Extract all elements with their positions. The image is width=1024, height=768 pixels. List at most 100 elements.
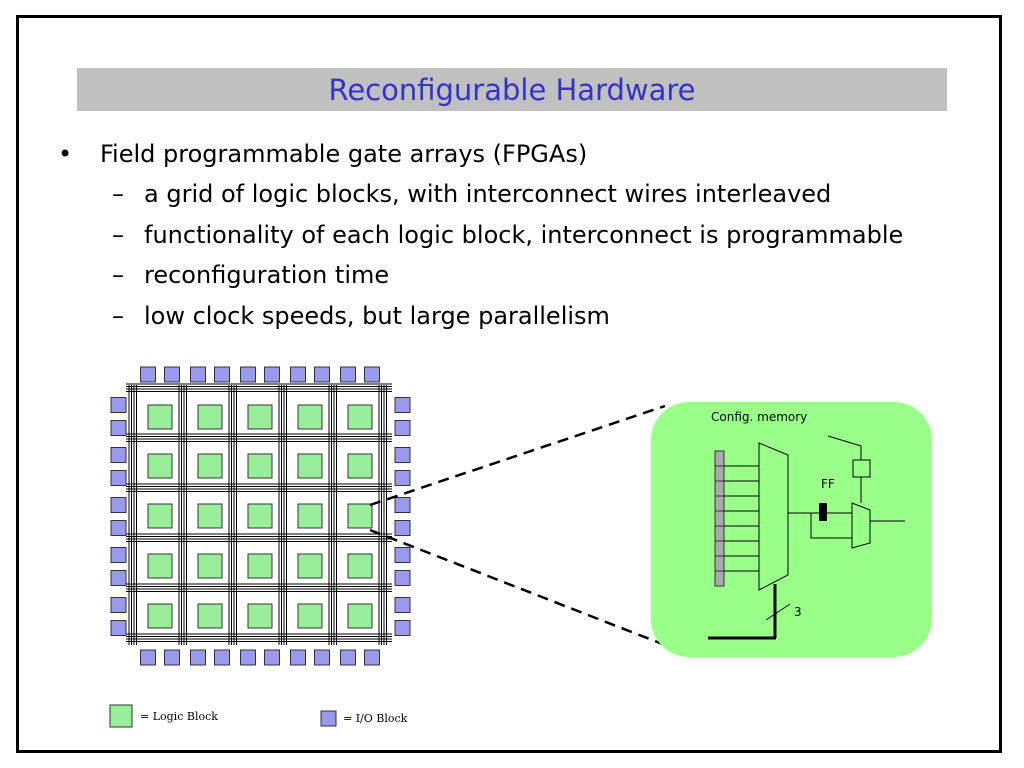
io-block xyxy=(140,366,156,383)
logic-block xyxy=(147,453,173,479)
io-block xyxy=(394,620,411,636)
sub-bullet-marker: – xyxy=(112,180,124,208)
lut-multiplexer xyxy=(758,442,789,591)
slide-title: Reconfigurable Hardware xyxy=(328,73,696,107)
logic-block xyxy=(197,553,223,579)
legend-logic-block-label: = Logic Block xyxy=(140,710,218,723)
bypass-wire xyxy=(810,513,852,539)
logic-block xyxy=(297,404,323,430)
bus-width-slash xyxy=(765,603,791,621)
logic-block xyxy=(297,603,323,629)
io-block xyxy=(110,620,127,636)
config-memory-cell xyxy=(714,540,725,557)
logic-block xyxy=(347,553,373,579)
config-memory-cell xyxy=(714,525,725,542)
logic-block xyxy=(247,503,273,529)
io-block xyxy=(364,649,380,666)
io-block xyxy=(110,397,127,413)
io-block xyxy=(340,366,356,383)
io-block xyxy=(314,366,330,383)
io-block xyxy=(394,520,411,536)
logic-block xyxy=(147,404,173,430)
io-block xyxy=(110,547,127,563)
logic-block xyxy=(247,553,273,579)
io-block xyxy=(164,366,180,383)
bus-width-label: 3 xyxy=(794,605,802,619)
io-block xyxy=(214,649,230,666)
zoom-line-bottom xyxy=(369,528,666,647)
io-block xyxy=(110,497,127,513)
io-block xyxy=(190,649,206,666)
sub-bullet-text: low clock speeds, but large parallelism xyxy=(144,301,610,330)
config-memory-cell xyxy=(714,510,725,527)
io-block xyxy=(190,366,206,383)
config-memory-cell xyxy=(714,450,725,467)
io-block xyxy=(240,366,256,383)
io-block xyxy=(394,547,411,563)
io-block xyxy=(110,520,127,536)
io-block xyxy=(394,497,411,513)
logic-block xyxy=(347,453,373,479)
ff-label: FF xyxy=(821,477,835,491)
io-block xyxy=(110,570,127,586)
io-block xyxy=(110,420,127,436)
io-block xyxy=(394,597,411,613)
config-memory-cell xyxy=(714,495,725,512)
slide-frame xyxy=(16,15,1002,753)
interconnect-wires xyxy=(126,383,392,645)
io-block xyxy=(340,649,356,666)
io-block xyxy=(394,447,411,463)
logic-block-grid xyxy=(147,404,373,629)
logic-block xyxy=(197,503,223,529)
io-block-ring xyxy=(110,366,411,666)
io-block xyxy=(110,470,127,486)
logic-block xyxy=(147,503,173,529)
logic-block xyxy=(297,503,323,529)
io-block xyxy=(110,597,127,613)
logic-block xyxy=(147,603,173,629)
output-multiplexer xyxy=(851,502,871,549)
io-block xyxy=(264,366,280,383)
legend-logic-block-swatch xyxy=(109,704,133,728)
logic-block xyxy=(197,453,223,479)
io-block xyxy=(394,397,411,413)
sub-bullet-marker: – xyxy=(112,261,124,289)
io-block xyxy=(110,447,127,463)
io-block xyxy=(264,649,280,666)
bullet-text: Field programmable gate arrays (FPGAs) xyxy=(100,140,588,168)
io-block xyxy=(394,570,411,586)
io-block xyxy=(240,649,256,666)
output-config-wire-top xyxy=(827,435,862,460)
io-block xyxy=(164,649,180,666)
sub-bullet-marker: – xyxy=(112,301,124,330)
flip-flop xyxy=(819,503,827,521)
logic-block xyxy=(247,603,273,629)
logic-block xyxy=(147,553,173,579)
config-memory-label: Config. memory xyxy=(711,410,807,424)
logic-block xyxy=(247,404,273,430)
io-block xyxy=(314,649,330,666)
io-block xyxy=(394,420,411,436)
sub-bullet-text: a grid of logic blocks, with interconnec… xyxy=(144,180,832,208)
legend-io-block-swatch xyxy=(320,710,337,727)
logic-block xyxy=(347,603,373,629)
legend-io-block-label: = I/O Block xyxy=(343,712,408,725)
io-block xyxy=(140,649,156,666)
config-memory-cell xyxy=(714,480,725,497)
sub-bullet-text: reconfiguration time xyxy=(144,261,390,289)
logic-block-detail-panel xyxy=(651,402,932,657)
sub-bullet-marker: – xyxy=(112,220,124,249)
config-select-lines xyxy=(724,465,759,572)
logic-block xyxy=(197,603,223,629)
io-block xyxy=(290,366,306,383)
config-memory-cell xyxy=(714,570,725,587)
config-memory-cell xyxy=(714,555,725,572)
config-memory-cell xyxy=(714,465,725,482)
title-bar: Reconfigurable Hardware xyxy=(77,68,947,111)
logic-block xyxy=(347,503,373,529)
io-block xyxy=(290,649,306,666)
config-memory-cells xyxy=(714,450,725,587)
sub-bullet-text: functionality of each logic block, inter… xyxy=(144,220,904,249)
bullet-marker: • xyxy=(58,140,73,168)
